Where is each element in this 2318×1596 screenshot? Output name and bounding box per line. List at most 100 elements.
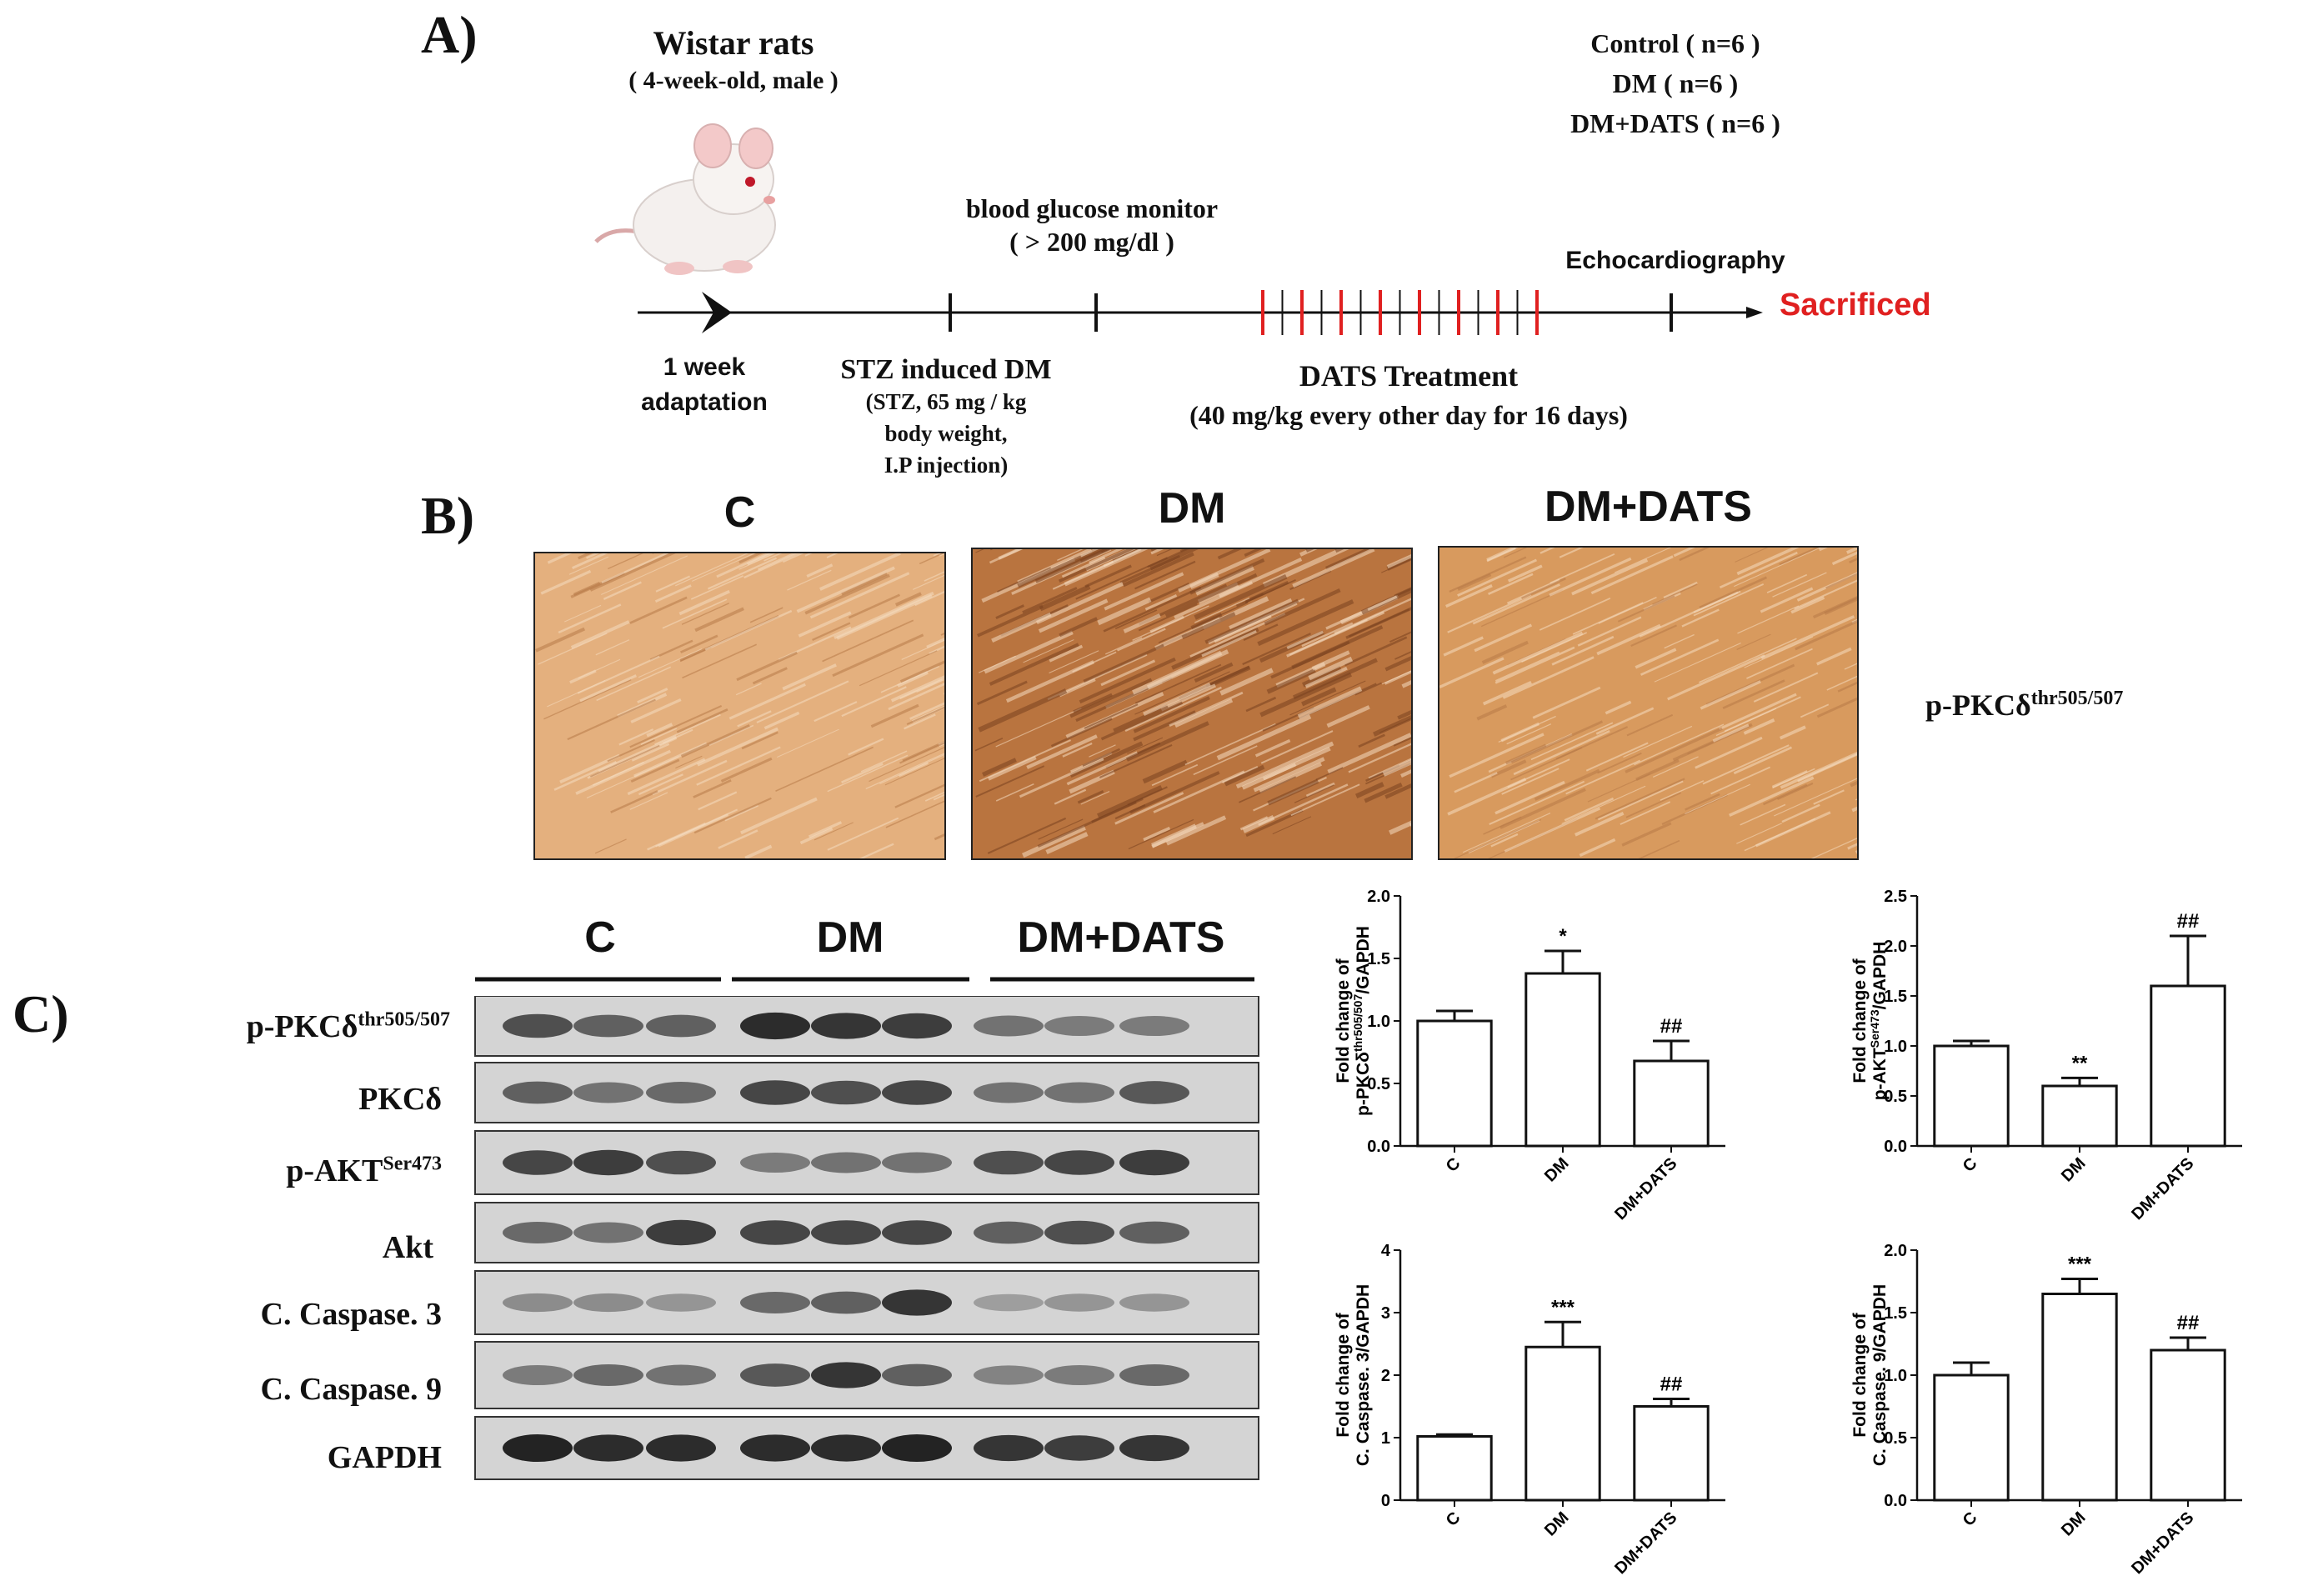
y-tick-label: 1.0 [1884, 1038, 1907, 1056]
blot-band [646, 1434, 716, 1462]
bar [1933, 1044, 2010, 1148]
blot-band [811, 1080, 881, 1105]
western-blots [474, 996, 1259, 1480]
blot-band [503, 1013, 573, 1038]
micro-label-c: C [723, 488, 756, 537]
blot-band [503, 1150, 573, 1175]
rat-illustration [594, 123, 776, 275]
blot-band [1044, 1293, 1114, 1312]
adapt-line1: 1 week [663, 353, 746, 381]
blot-band [974, 1365, 1044, 1385]
micrograph-dm-dats [1438, 546, 1859, 860]
y-tick-label: 0.0 [1884, 1492, 1907, 1510]
blot-band [573, 1082, 643, 1103]
blot-label-gapdh: GAPDH [327, 1440, 442, 1475]
blot-band [811, 1291, 881, 1314]
significance-mark: ## [1660, 1373, 1683, 1396]
significance-mark: *** [1551, 1296, 1575, 1318]
blot-band [1044, 1220, 1114, 1245]
significance-mark: * [1559, 925, 1567, 948]
y-tick-label: 1 [1381, 1429, 1390, 1448]
timeline [638, 290, 1763, 335]
blot-band [503, 1222, 573, 1243]
y-tick-label: 1.5 [1884, 1304, 1907, 1323]
dats-dose: (40 mg/kg every other day for 16 days) [1189, 400, 1628, 430]
dats-title: DATS Treatment [1299, 359, 1519, 393]
blot-band [503, 1433, 573, 1463]
stz-route: I.P injection) [884, 453, 1009, 478]
bar [2150, 1348, 2226, 1502]
blot-band [573, 1222, 643, 1243]
panel-c-letter: C) [13, 984, 69, 1043]
bar [1524, 972, 1601, 1148]
x-tick-label: C [1960, 1154, 1981, 1176]
y-tick-label: 1.5 [1884, 988, 1907, 1006]
blot-band [811, 1220, 881, 1245]
blot-band [1044, 1150, 1114, 1175]
blot-label-caspase3: C. Caspase. 3 [260, 1297, 442, 1332]
y-tick-label: 2.0 [1367, 888, 1390, 906]
group-dm: DM ( n=6 ) [1612, 68, 1739, 98]
blot-band [1044, 1015, 1114, 1037]
y-tick-label: 1.0 [1884, 1367, 1907, 1385]
blot-band [974, 1150, 1044, 1175]
blot-label-p-pkcd: p-PKCδthr505/507 [246, 1008, 450, 1044]
animal-subtitle: ( 4-week-old, male ) [628, 67, 839, 94]
blot-band [646, 1082, 716, 1103]
blot-band [740, 1292, 810, 1313]
x-tick-label: C [1443, 1154, 1464, 1176]
y-tick-label: 2 [1381, 1367, 1390, 1385]
y-tick-label: 2.0 [1884, 938, 1907, 956]
x-tick-label: DM [2058, 1508, 2090, 1540]
blot-band [1119, 1015, 1189, 1037]
significance-mark: ## [1660, 1015, 1683, 1038]
blot-band [882, 1013, 952, 1039]
blot-group-dm-dats: DM+DATS [1017, 913, 1225, 962]
group-dm-dats: DM+DATS ( n=6 ) [1570, 108, 1780, 138]
blot-band [740, 1080, 810, 1105]
blot-band [974, 1015, 1044, 1037]
sacrificed-label: Sacrificed [1780, 288, 1931, 323]
x-tick-label: DM+DATS [2128, 1508, 2197, 1578]
blot-band [646, 1219, 716, 1246]
significance-mark: ** [2072, 1052, 2088, 1074]
blot-band [882, 1433, 952, 1463]
y-axis-label-line2: C. Caspase. 9/GAPDH [1870, 1284, 1890, 1466]
significance-mark: *** [2068, 1253, 2092, 1276]
micro-label-dm: DM [1158, 484, 1226, 533]
blot-band [1119, 1149, 1189, 1176]
blot-band [974, 1082, 1044, 1103]
bar [1524, 1345, 1601, 1502]
y-tick-label: 1.5 [1367, 950, 1390, 968]
y-tick-label: 2.5 [1884, 888, 1907, 906]
blot-band [740, 1012, 810, 1040]
blot-band [811, 1362, 881, 1388]
group-underlines [475, 977, 1254, 982]
y-tick-label: 0.5 [1884, 1429, 1907, 1448]
bar [2150, 984, 2226, 1148]
bar [1416, 1019, 1493, 1148]
y-axis-label-line2: p-AKTSer473/GAPDH [1868, 942, 1890, 1101]
y-axis-label-line1: Fold change of [1334, 1312, 1353, 1437]
stz-body-weight: body weight, [884, 421, 1008, 446]
y-tick-label: 4 [1381, 1242, 1391, 1260]
stain-label: p-PKCδthr505/507 [1925, 688, 2124, 722]
bar [1633, 1405, 1710, 1502]
blot-band [1119, 1364, 1189, 1386]
x-tick-label: C [1443, 1508, 1464, 1530]
blot-band [740, 1220, 810, 1245]
glucose-threshold: ( > 200 mg/dl ) [1009, 227, 1174, 257]
x-tick-label: DM [1541, 1508, 1573, 1540]
blot-band [1044, 1082, 1114, 1103]
y-axis-label-line1: Fold change of [1850, 1312, 1870, 1437]
blot-band [503, 1293, 573, 1313]
y-tick-label: 0.0 [1367, 1138, 1390, 1156]
blot-band [1119, 1221, 1189, 1244]
blot-band [1119, 1081, 1189, 1104]
y-tick-label: 0.5 [1884, 1088, 1907, 1106]
blot-band [573, 1293, 643, 1313]
blot-band [646, 1014, 716, 1038]
blot-band [882, 1152, 952, 1173]
